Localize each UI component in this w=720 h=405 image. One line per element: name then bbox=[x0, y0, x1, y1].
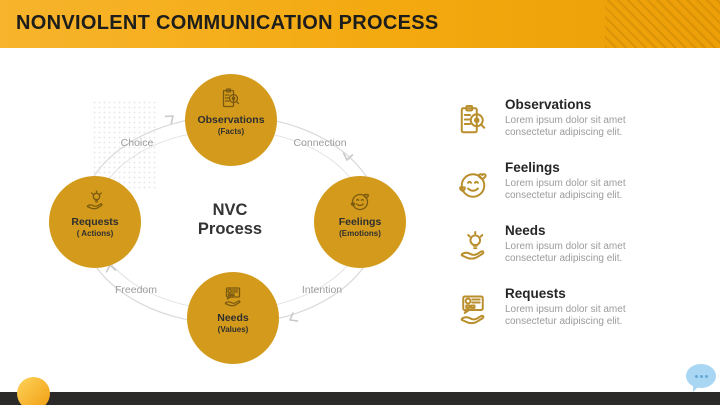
connector-label-choice: Choice bbox=[120, 137, 154, 149]
diagram-node-needs: Needs (Values) bbox=[187, 272, 279, 364]
hand-lightbulb-icon bbox=[455, 229, 491, 265]
header-diagonal-stripes-decoration bbox=[605, 0, 720, 48]
node-sublabel: (Emotions) bbox=[339, 229, 381, 238]
legend-item-description: Lorem ipsum dolor sit amet consectetur a… bbox=[505, 241, 626, 264]
chat-bubble-tail bbox=[693, 384, 701, 392]
dots-texture-decoration bbox=[92, 100, 156, 190]
connector-label-intention: Intention bbox=[301, 284, 343, 296]
legend-item-title: Feelings bbox=[505, 160, 560, 175]
slide-title: NONVIOLENT COMMUNICATION PROCESS bbox=[16, 12, 439, 34]
clipboard-magnifier-icon bbox=[455, 103, 491, 139]
hand-card-icon bbox=[221, 285, 245, 309]
node-label: Requests bbox=[71, 216, 119, 228]
smiley-hearts-icon bbox=[348, 189, 372, 213]
node-label: Needs bbox=[217, 312, 249, 324]
corner-circle-decoration bbox=[17, 377, 50, 405]
legend-item-title: Observations bbox=[505, 97, 592, 112]
center-title-line1: NVC bbox=[212, 201, 248, 219]
legend-item-title: Needs bbox=[505, 223, 546, 238]
chat-bubble-icon bbox=[686, 364, 716, 388]
node-label: Feelings bbox=[338, 216, 382, 228]
arrow-down-icon bbox=[342, 152, 354, 161]
diagram-node-observations: Observations (Facts) bbox=[185, 74, 277, 166]
legend-item-description: Lorem ipsum dolor sit amet consectetur a… bbox=[505, 304, 626, 327]
legend-item-observations: Observations Lorem ipsum dolor sit amet … bbox=[455, 97, 677, 147]
node-sublabel: ( Actions) bbox=[76, 229, 114, 238]
diagram-node-requests: Requests ( Actions) bbox=[49, 176, 141, 268]
bubble-dot bbox=[699, 374, 703, 378]
bubble-dot bbox=[694, 374, 698, 378]
arrow-up-right-icon bbox=[164, 115, 174, 125]
connector-label-connection: Connection bbox=[293, 137, 347, 149]
hand-card-icon bbox=[455, 292, 491, 328]
connector-label-freedom: Freedom bbox=[114, 284, 157, 296]
footer-bar bbox=[0, 392, 720, 405]
smiley-hearts-icon bbox=[455, 166, 491, 202]
node-sublabel: (Values) bbox=[217, 325, 249, 334]
legend-item-feelings: Feelings Lorem ipsum dolor sit amet cons… bbox=[455, 160, 677, 210]
node-label: Observations bbox=[197, 114, 265, 126]
header-band: NONVIOLENT COMMUNICATION PROCESS bbox=[0, 0, 720, 48]
legend-item-description: Lorem ipsum dolor sit amet consectetur a… bbox=[505, 115, 626, 138]
legend-item-requests: Requests Lorem ipsum dolor sit amet cons… bbox=[455, 286, 677, 336]
diagram-center-title: NVC Process bbox=[175, 201, 285, 239]
bubble-dot bbox=[704, 374, 708, 378]
node-sublabel: (Facts) bbox=[217, 127, 245, 136]
center-title-line2: Process bbox=[197, 220, 263, 238]
diagram-node-feelings: Feelings (Emotions) bbox=[314, 176, 406, 268]
legend-item-needs: Needs Lorem ipsum dolor sit amet consect… bbox=[455, 223, 677, 273]
arrow-down-left-icon bbox=[289, 312, 299, 322]
legend-item-title: Requests bbox=[505, 286, 566, 301]
clipboard-magnifier-icon bbox=[219, 87, 243, 111]
hand-lightbulb-icon bbox=[83, 189, 107, 213]
legend-item-description: Lorem ipsum dolor sit amet consectetur a… bbox=[505, 178, 626, 201]
legend-panel: Observations Lorem ipsum dolor sit amet … bbox=[455, 97, 677, 352]
